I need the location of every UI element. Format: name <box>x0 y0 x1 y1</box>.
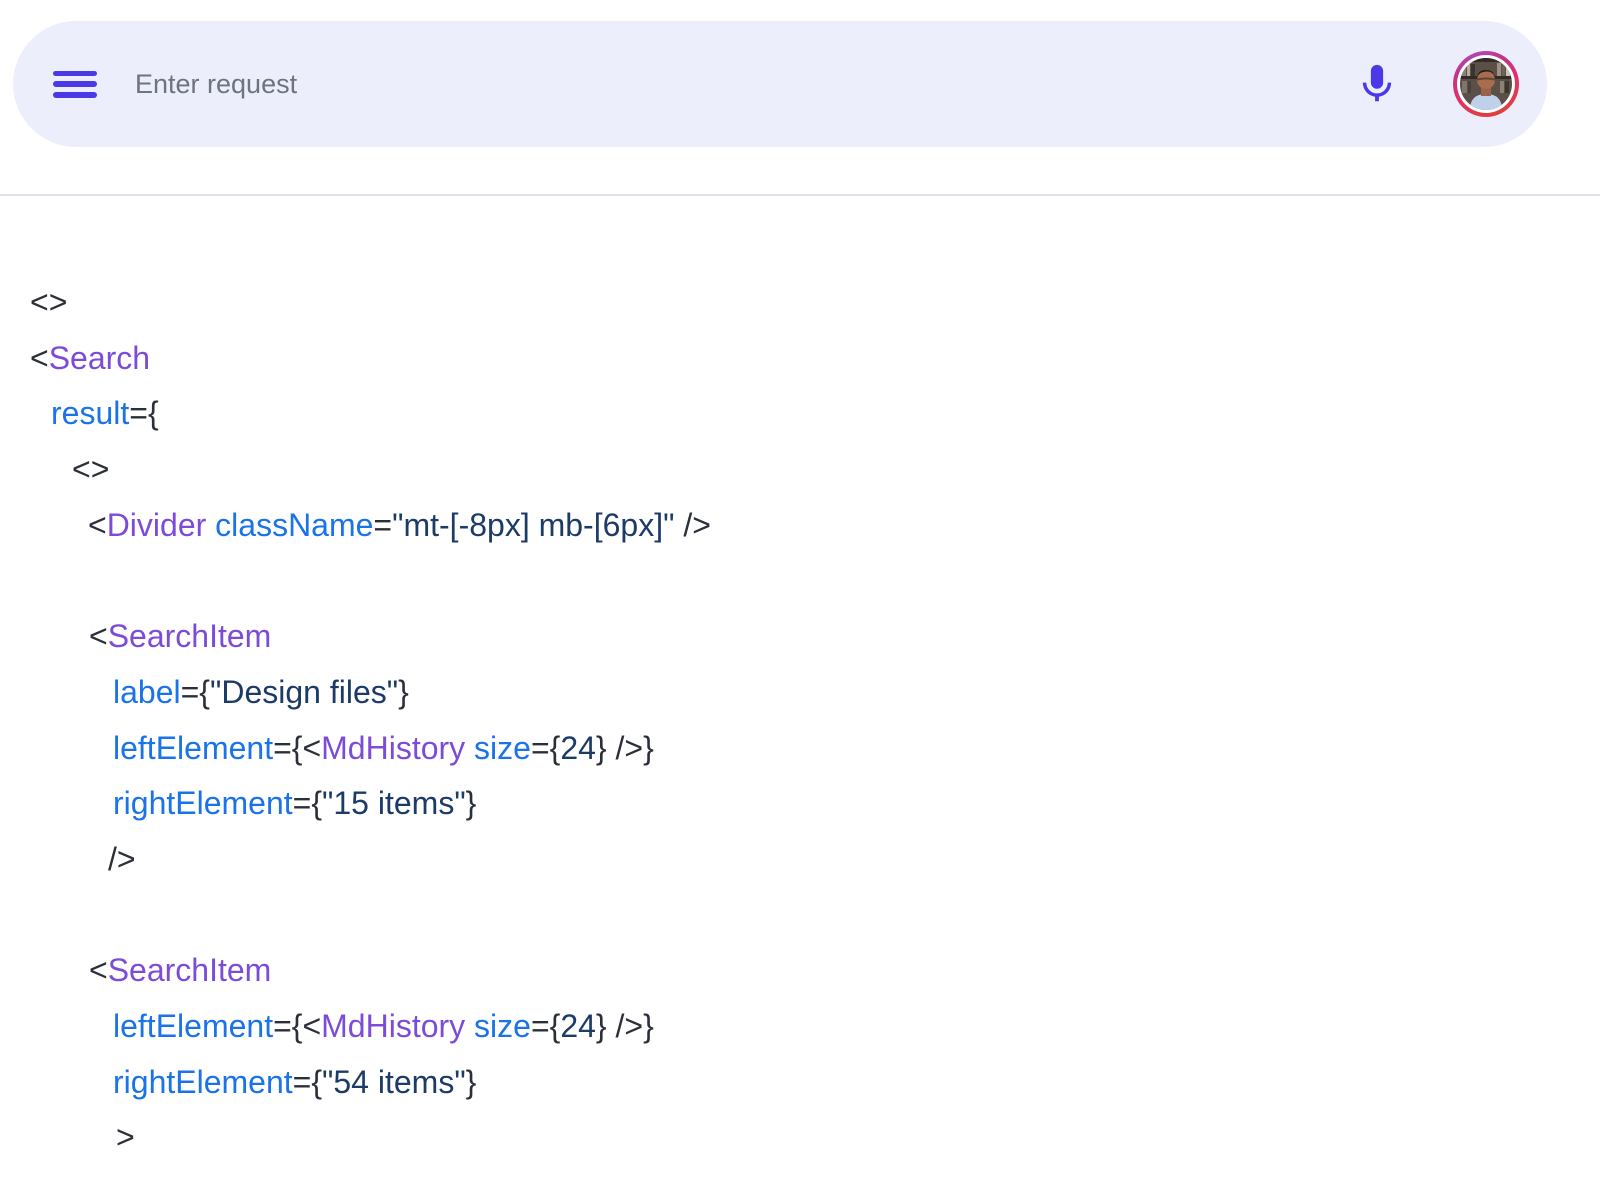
code-line: rightElement={"54 items"} <box>0 1055 1600 1111</box>
code-token-punct: < <box>88 506 107 543</box>
code-token-punct: ={ <box>530 729 561 766</box>
code-token-punct: = <box>373 506 393 543</box>
code-line: <Divider className="mt-[-8px] mb-[6px]" … <box>0 498 1600 554</box>
code-token-prop: size <box>474 729 531 766</box>
code-token-punct: < <box>89 618 108 655</box>
code-token-punct: ={< <box>273 729 322 766</box>
code-token-prop: rightElement <box>113 785 293 822</box>
code-line: leftElement={<MdHistory size={24} />} <box>0 721 1600 777</box>
code-token-punct: < <box>30 339 49 376</box>
code-token-component: SearchItem <box>107 952 272 989</box>
hamburger-icon <box>53 92 97 98</box>
code-token-component: SearchItem <box>107 618 272 655</box>
code-token-component: Search <box>48 339 151 376</box>
code-token-string: "54 items" <box>322 1063 466 1100</box>
code-line: result={ <box>0 386 1600 442</box>
code-line: <SearchItem <box>0 943 1600 999</box>
code-token-punct: /> <box>108 840 136 877</box>
code-token-prop: className <box>215 506 374 543</box>
microphone-icon <box>1354 61 1400 107</box>
request-input[interactable] <box>135 68 1353 100</box>
code-token-number: 24 <box>560 729 596 766</box>
code-token-punct: < <box>89 952 108 989</box>
code-token-number: 24 <box>560 1007 596 1044</box>
code-token-plain <box>206 507 215 543</box>
code-token-punct: /> <box>674 506 711 543</box>
code-line <box>0 553 1600 609</box>
avatar-ring <box>1457 55 1515 113</box>
code-token-punct: <> <box>30 284 68 320</box>
code-line: > <box>0 1110 1600 1166</box>
code-token-punct: } <box>398 673 409 710</box>
code-line: rightElement={"15 items"} <box>0 776 1600 832</box>
code-token-prop: leftElement <box>113 729 274 766</box>
code-line: <> <box>0 275 1600 331</box>
code-token-component: MdHistory <box>321 1007 466 1044</box>
code-line: <> <box>0 442 1600 498</box>
code-token-punct: } <box>465 785 477 822</box>
profile-avatar-button[interactable] <box>1453 51 1519 117</box>
microphone-button[interactable] <box>1353 60 1401 108</box>
code-token-prop: result <box>51 395 130 432</box>
code-token-punct: } />} <box>595 729 654 766</box>
avatar <box>1460 58 1512 110</box>
code-token-punct: <> <box>72 451 110 488</box>
code-token-punct: > <box>116 1119 135 1156</box>
code-token-string: "15 items" <box>322 785 466 822</box>
code-line: leftElement={<MdHistory size={24} />} <box>0 999 1600 1055</box>
code-token-string: "mt-[-8px] mb-[6px]" <box>392 506 675 543</box>
hamburger-icon <box>53 70 97 76</box>
code-token-punct: ={ <box>180 673 210 710</box>
search-bar <box>13 21 1547 147</box>
code-line <box>0 888 1600 944</box>
code-token-punct: ={ <box>129 395 159 432</box>
code-token-plain <box>465 730 474 766</box>
code-token-punct: ={< <box>273 1007 322 1044</box>
code-token-punct: } <box>465 1063 477 1100</box>
code-token-plain <box>465 1008 474 1044</box>
hamburger-icon <box>53 81 97 87</box>
code-token-prop: leftElement <box>113 1007 274 1044</box>
code-token-string: "Design files" <box>209 673 399 710</box>
code-token-punct: ={ <box>530 1007 561 1044</box>
code-token-punct: } />} <box>595 1007 654 1044</box>
code-token-prop: label <box>113 673 181 710</box>
code-line: /> <box>0 832 1600 888</box>
code-line: label={"Design files"} <box>0 665 1600 721</box>
code-token-punct: ={ <box>292 1063 323 1100</box>
code-token-prop: size <box>474 1007 531 1044</box>
code-token-component: Divider <box>106 506 207 543</box>
code-token-punct: ={ <box>292 785 323 822</box>
code-token-component: MdHistory <box>321 729 466 766</box>
code-line: <Search <box>0 331 1600 387</box>
header-divider <box>0 194 1600 196</box>
code-token-prop: rightElement <box>113 1063 293 1100</box>
hamburger-menu-button[interactable] <box>53 70 97 98</box>
code-line: <SearchItem <box>0 609 1600 665</box>
